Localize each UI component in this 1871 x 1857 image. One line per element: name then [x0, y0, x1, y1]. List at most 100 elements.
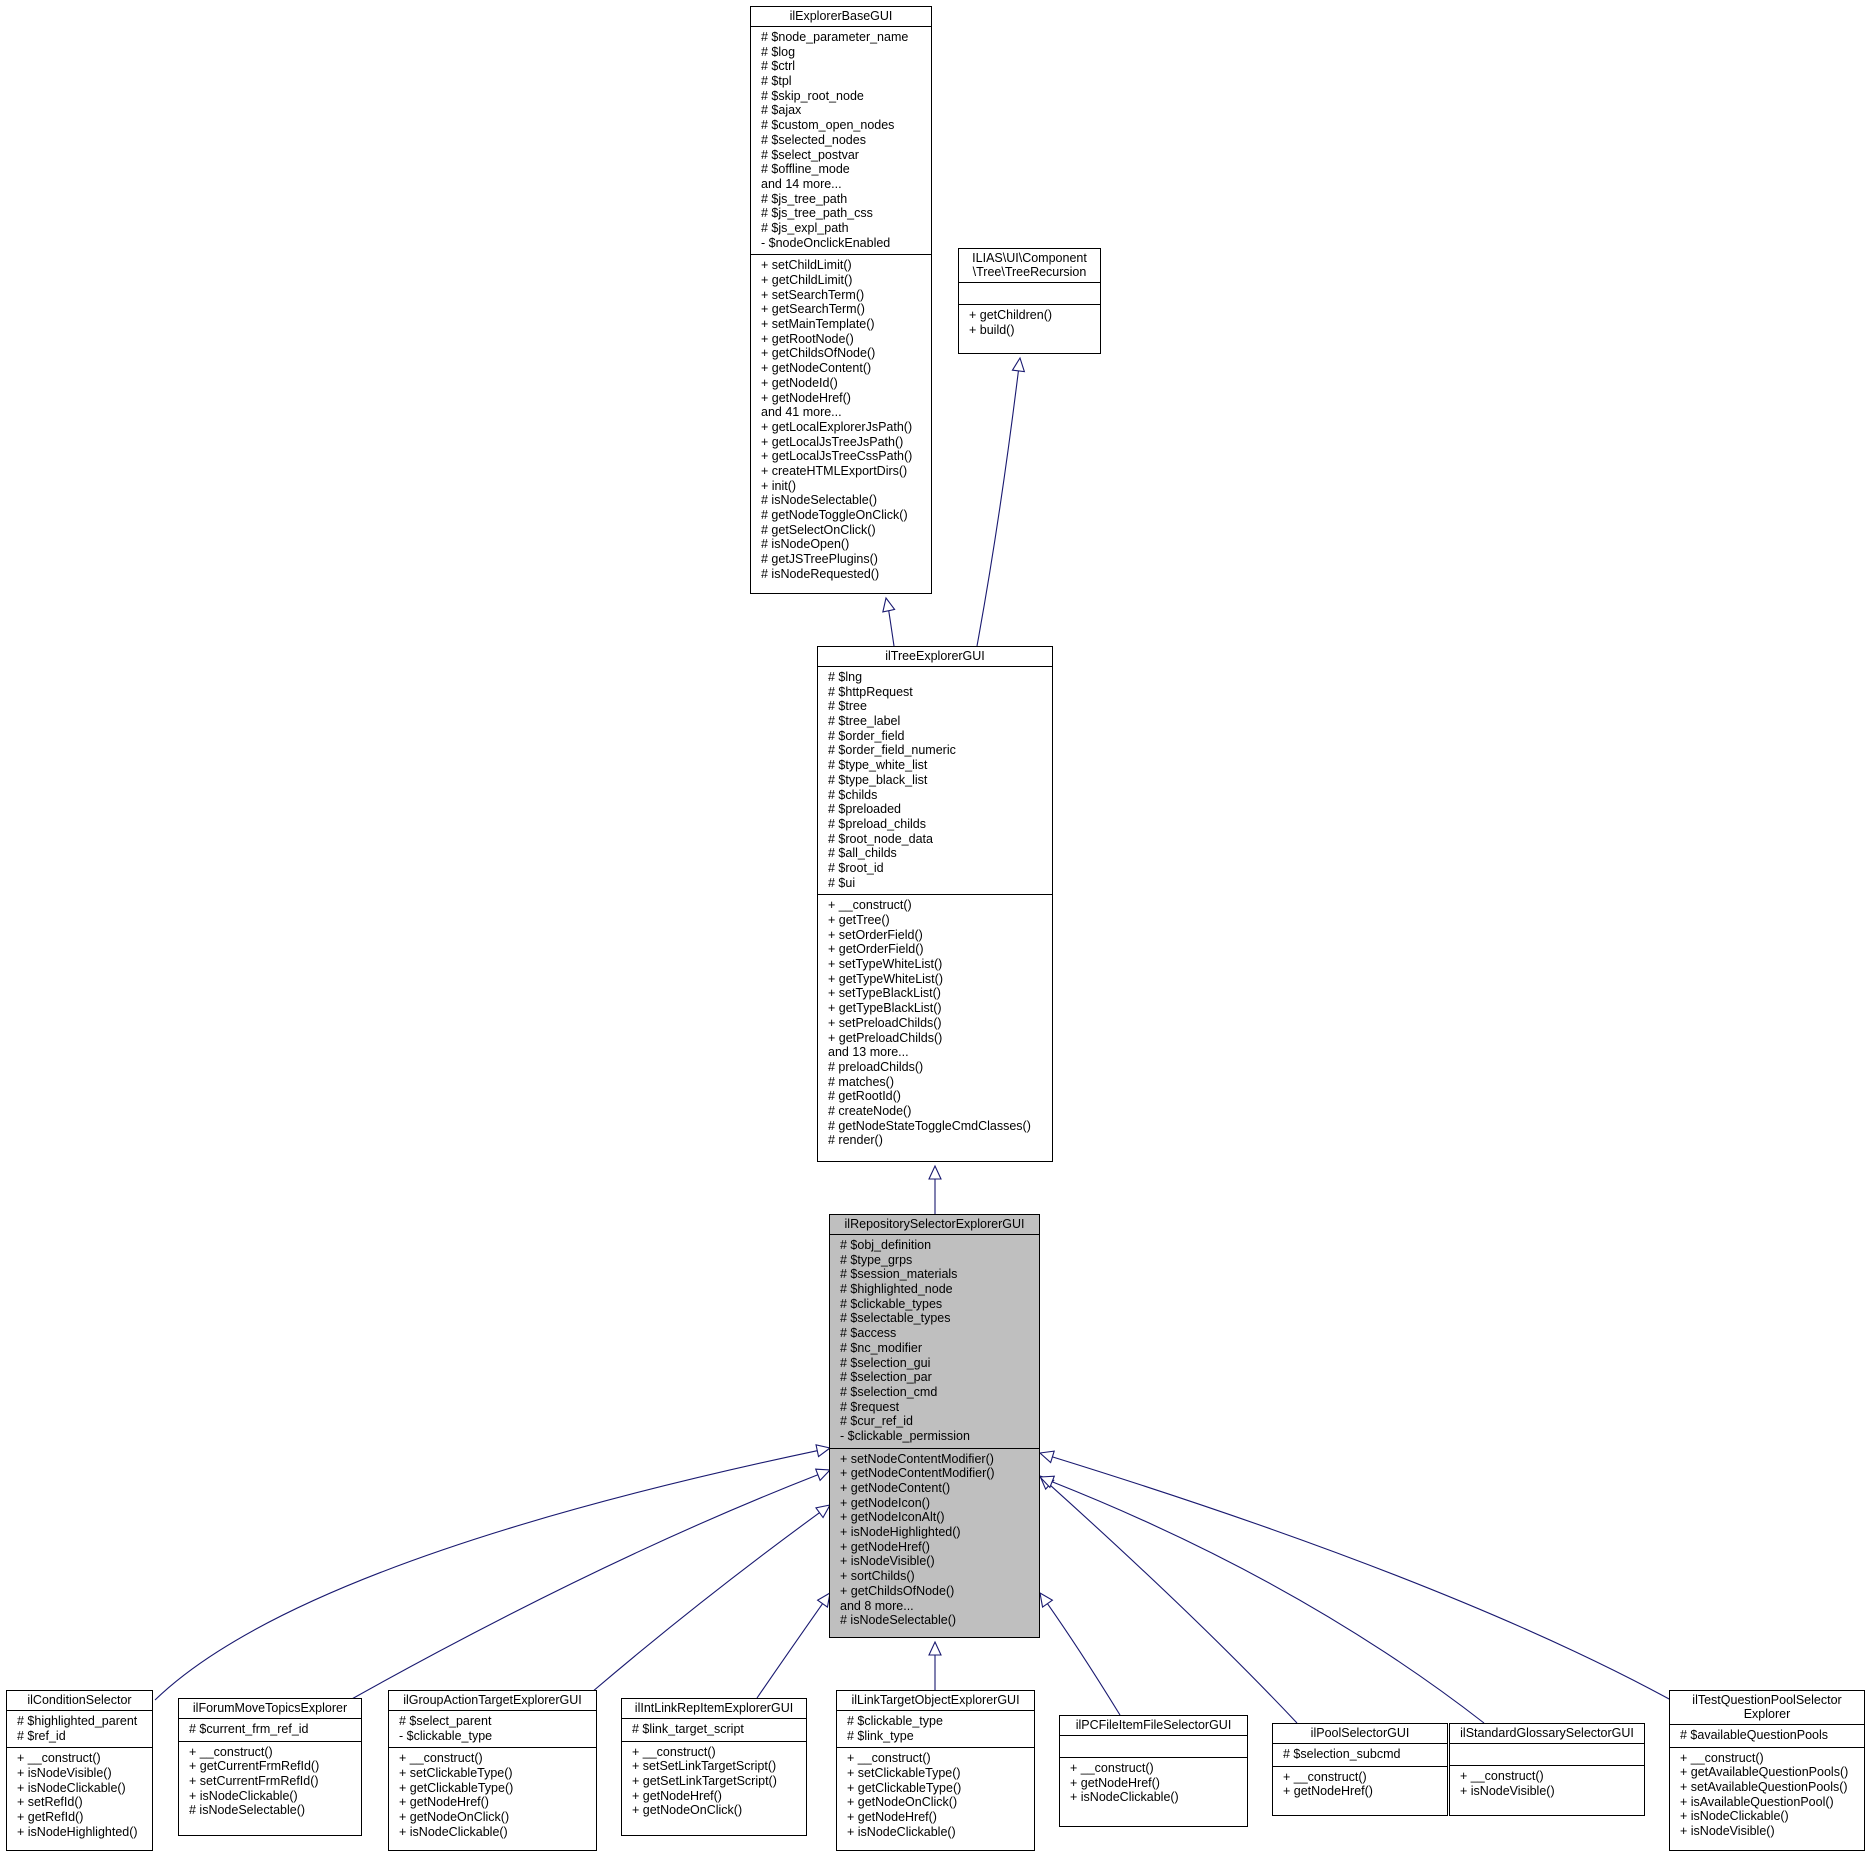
attribute: # $availableQuestionPools	[1680, 1728, 1829, 1742]
method: + __construct()	[828, 898, 912, 913]
method: # preloadChilds()	[828, 1059, 924, 1074]
attribute: # $skip_root_node	[761, 88, 864, 103]
class-box-std_glossary[interactable]: ilStandardGlossarySelectorGUI+ __constru…	[1449, 1723, 1645, 1816]
attribute: # $log	[761, 44, 796, 59]
method: + __construct()	[632, 1744, 716, 1759]
class-box-group_action[interactable]: ilGroupActionTargetExplorerGUI # $select_…	[388, 1690, 597, 1851]
method: # getJSTreePlugins()	[761, 552, 878, 567]
attribute: # $custom_open_nodes	[761, 118, 895, 133]
attribute: # $ctrl	[761, 59, 796, 74]
attributes-section: # $obj_definition# $type_grps# $session_…	[830, 1235, 1039, 1448]
method[interactable]: and 13 more...	[828, 1045, 909, 1060]
class-box-int_link[interactable]: ilIntLinkRepItemExplorerGUI # $link_targe…	[621, 1698, 807, 1836]
attribute: # $link_target_script	[632, 1722, 744, 1736]
method: + sortChilds()	[840, 1569, 915, 1584]
class-name[interactable]: ilTestQuestionPoolSelector Explorer	[1670, 1691, 1864, 1725]
class-box-explorer_base[interactable]: ilExplorerBaseGUI# $node_parameter_name#…	[750, 6, 932, 594]
method: + getTypeBlackList()	[828, 1001, 942, 1016]
attribute: # $root_node_data	[828, 831, 933, 846]
method: + isNodeHighlighted()	[17, 1824, 138, 1839]
method: + getAvailableQuestionPools()	[1680, 1765, 1849, 1780]
method: + setCurrentFrmRefId()	[189, 1774, 319, 1789]
inheritance-edge-group_action-to-repo_selector	[591, 1512, 820, 1693]
method: + getSearchTerm()	[761, 302, 865, 317]
class-name[interactable]: ilForumMoveTopicsExplorer	[179, 1699, 361, 1719]
method: + getNodeOnClick()	[399, 1810, 510, 1825]
method: # createNode()	[828, 1103, 912, 1118]
method: # isNodeSelectable()	[761, 493, 878, 508]
methods-section: + __construct()+ isNodeVisible()+ isNode…	[7, 1747, 152, 1843]
class-box-test_pool[interactable]: ilTestQuestionPoolSelector Explorer # $av…	[1669, 1690, 1865, 1851]
class-box-tree_explorer[interactable]: ilTreeExplorerGUI# $lng# $httpRequest# $…	[817, 646, 1053, 1162]
method: + build()	[969, 322, 1015, 337]
method: + isNodeClickable()	[847, 1824, 956, 1839]
attribute: # $offline_mode	[761, 162, 850, 177]
method: + getNodeOnClick()	[847, 1795, 958, 1810]
method: + __construct()	[399, 1751, 483, 1766]
class-box-repo_selector[interactable]: ilRepositorySelectorExplorerGUI# $obj_de…	[829, 1214, 1040, 1638]
method: + setTypeBlackList()	[828, 986, 941, 1001]
method: + getNodeHref()	[399, 1795, 489, 1810]
class-box-condition_selector[interactable]: ilConditionSelector# $highlighted_parent…	[6, 1690, 153, 1851]
method: + getChildsOfNode()	[840, 1583, 955, 1598]
method: + getNodeHref()	[1283, 1784, 1373, 1799]
inheritance-edge-pc_file-to-repo_selector	[1047, 1603, 1121, 1716]
attribute: # $highlighted_node	[840, 1282, 953, 1297]
class-box-tree_recursion[interactable]: ILIAS\UI\Component \Tree\TreeRecursion + …	[958, 248, 1101, 354]
method: + getLocalJsTreeJsPath()	[761, 434, 904, 449]
inheritance-arrowhead	[816, 1591, 831, 1609]
class-name[interactable]: ilRepositorySelectorExplorerGUI	[830, 1215, 1039, 1235]
method: + getNodeContentModifier()	[840, 1466, 995, 1481]
method: + getNodeHref()	[1070, 1775, 1160, 1790]
class-name[interactable]: ilPoolSelectorGUI	[1273, 1724, 1447, 1744]
class-name[interactable]: ilLinkTargetObjectExplorerGUI	[837, 1691, 1034, 1711]
class-box-forum_move[interactable]: ilForumMoveTopicsExplorer# $current_frm_…	[178, 1698, 362, 1836]
class-name[interactable]: ilConditionSelector	[7, 1691, 152, 1711]
method: + __construct()	[1070, 1761, 1154, 1775]
method: + getNodeIcon()	[840, 1495, 930, 1510]
attribute: # $obj_definition	[840, 1238, 932, 1252]
attribute: - $clickable_permission	[840, 1428, 970, 1443]
method[interactable]: and 8 more...	[840, 1598, 914, 1613]
method: + __construct()	[17, 1751, 101, 1766]
attribute[interactable]: and 14 more...	[761, 176, 842, 191]
method: + isNodeVisible()	[1460, 1783, 1555, 1798]
method: + __construct()	[847, 1751, 931, 1766]
method: + setOrderField()	[828, 927, 923, 942]
class-name[interactable]: ilTreeExplorerGUI	[818, 647, 1052, 667]
attribute: # $ref_id	[17, 1728, 66, 1743]
methods-section: + __construct()+ setClickableType()+ get…	[389, 1747, 596, 1843]
attribute: # $all_childs	[828, 846, 897, 861]
class-name[interactable]: ilPCFileItemFileSelectorGUI	[1060, 1716, 1247, 1736]
methods-section: + setChildLimit()+ getChildLimit()+ setS…	[751, 254, 931, 585]
class-box-link_target[interactable]: ilLinkTargetObjectExplorerGUI # $clickabl…	[836, 1690, 1035, 1851]
method: + isNodeVisible()	[840, 1554, 935, 1569]
method: # getNodeToggleOnClick()	[761, 508, 908, 522]
attribute: # $js_tree_path	[761, 191, 848, 206]
attributes-section: # $link_target_script	[622, 1719, 806, 1741]
class-box-pc_file[interactable]: ilPCFileItemFileSelectorGUI + __construct…	[1059, 1715, 1248, 1827]
class-name[interactable]: ILIAS\UI\Component \Tree\TreeRecursion	[959, 249, 1100, 283]
inheritance-arrowhead	[1011, 356, 1026, 373]
class-box-pool_selector[interactable]: ilPoolSelectorGUI# $selection_subcmd+ __…	[1272, 1723, 1448, 1816]
method[interactable]: and 41 more...	[761, 405, 842, 420]
method: + getTypeWhiteList()	[828, 971, 943, 986]
class-name[interactable]: ilExplorerBaseGUI	[751, 7, 931, 27]
method: # getRootId()	[828, 1089, 901, 1104]
method: + getNodeContent()	[761, 361, 872, 376]
attribute: # $clickable_type	[847, 1714, 943, 1728]
class-name[interactable]: ilStandardGlossarySelectorGUI	[1450, 1724, 1644, 1744]
method: + getNodeContent()	[840, 1481, 951, 1495]
method: + setChildLimit()	[761, 258, 852, 273]
methods-section: + __construct()+ getNodeHref()+ isNodeCl…	[1060, 1757, 1247, 1809]
inheritance-edge-std_glossary-to-repo_selector	[1051, 1481, 1485, 1724]
method: + setRefId()	[17, 1795, 83, 1810]
class-name[interactable]: ilIntLinkRepItemExplorerGUI	[622, 1699, 806, 1719]
attributes-section: # $availableQuestionPools	[1670, 1725, 1864, 1747]
methods-section: + __construct()+ setClickableType()+ get…	[837, 1747, 1034, 1843]
method: + __construct()	[1283, 1769, 1367, 1784]
method: + setAvailableQuestionPools()	[1680, 1780, 1848, 1795]
class-name[interactable]: ilGroupActionTargetExplorerGUI	[389, 1691, 596, 1711]
method: # isNodeOpen()	[761, 537, 850, 552]
attribute: # $select_parent	[399, 1714, 492, 1728]
